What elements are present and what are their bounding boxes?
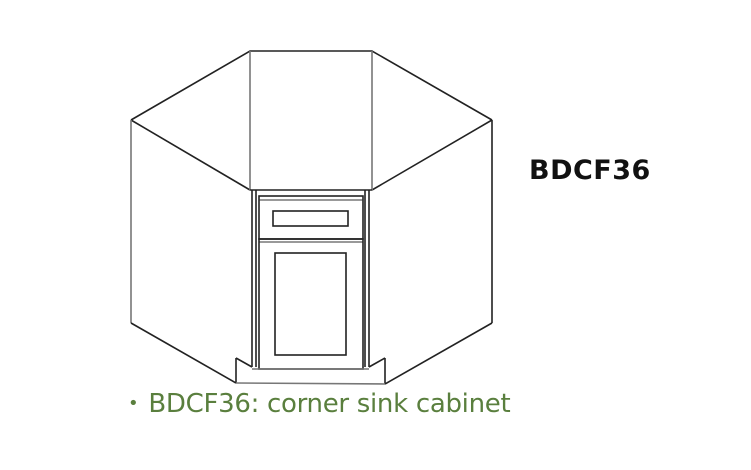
drawer-slot <box>272 210 349 227</box>
bullet-icon: • <box>128 393 139 414</box>
caption-text: BDCF36: corner sink cabinet <box>148 389 511 419</box>
face-frame <box>251 190 370 367</box>
door-panel <box>274 252 347 356</box>
drawer-front <box>258 195 364 243</box>
caption: • BDCF36: corner sink cabinet <box>128 389 511 419</box>
toe-kick <box>235 357 386 385</box>
cabinet-top-outline <box>130 50 493 191</box>
door <box>258 238 364 370</box>
cabinet-left-side <box>130 120 237 384</box>
cabinet-right-side <box>384 120 493 385</box>
model-number-label: BDCF36 <box>529 155 651 186</box>
